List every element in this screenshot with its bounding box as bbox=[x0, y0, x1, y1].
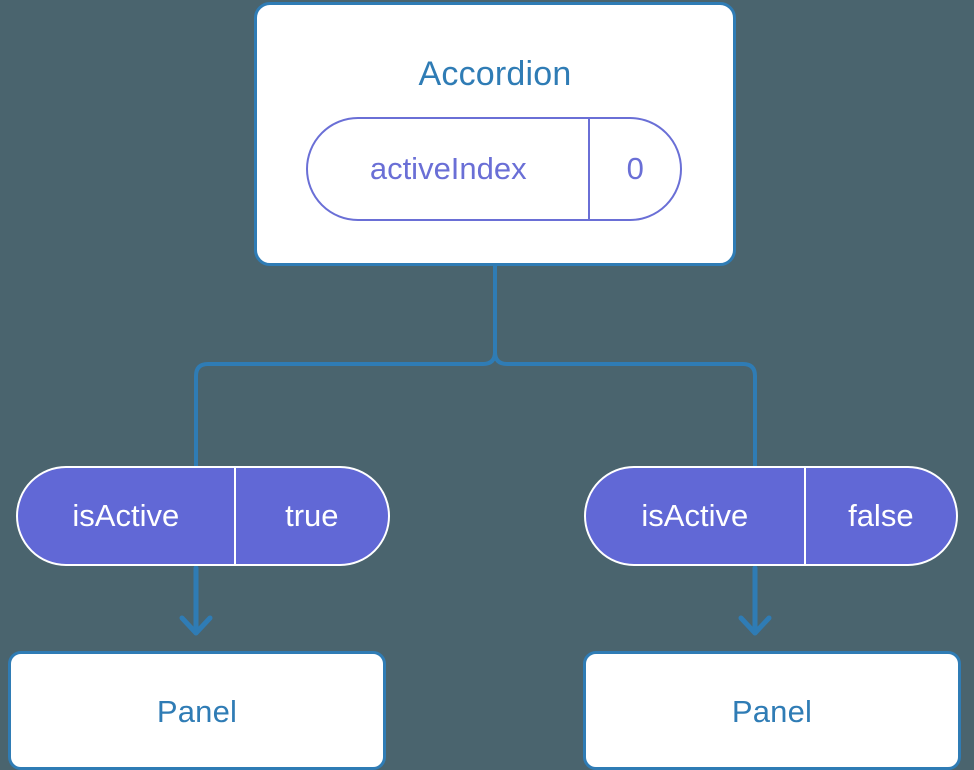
prop-value-label-right: false bbox=[803, 468, 956, 564]
arrow-head-left-icon bbox=[179, 615, 213, 636]
prop-key-label-right: isActive bbox=[641, 498, 749, 533]
branch-line-right bbox=[493, 350, 757, 468]
prop-pill-right[interactable]: isActive false bbox=[584, 466, 958, 566]
panel-component-card-left[interactable]: Panel bbox=[8, 651, 386, 770]
panel-title-right: Panel bbox=[731, 694, 813, 729]
panel-component-card-right[interactable]: Panel bbox=[583, 651, 961, 770]
prop-pill-left[interactable]: isActive true bbox=[16, 466, 390, 566]
branch-line-left bbox=[194, 350, 497, 468]
state-value-label: 0 bbox=[588, 119, 680, 219]
arrow-head-right-icon bbox=[738, 615, 772, 636]
accordion-state-pill[interactable]: activeIndex 0 bbox=[306, 117, 682, 221]
state-key-label: activeIndex bbox=[369, 151, 527, 186]
prop-key-label-left: isActive bbox=[72, 498, 180, 533]
accordion-title: Accordion bbox=[418, 55, 572, 93]
prop-value-label-left: true bbox=[233, 468, 388, 564]
panel-title-left: Panel bbox=[156, 694, 238, 729]
